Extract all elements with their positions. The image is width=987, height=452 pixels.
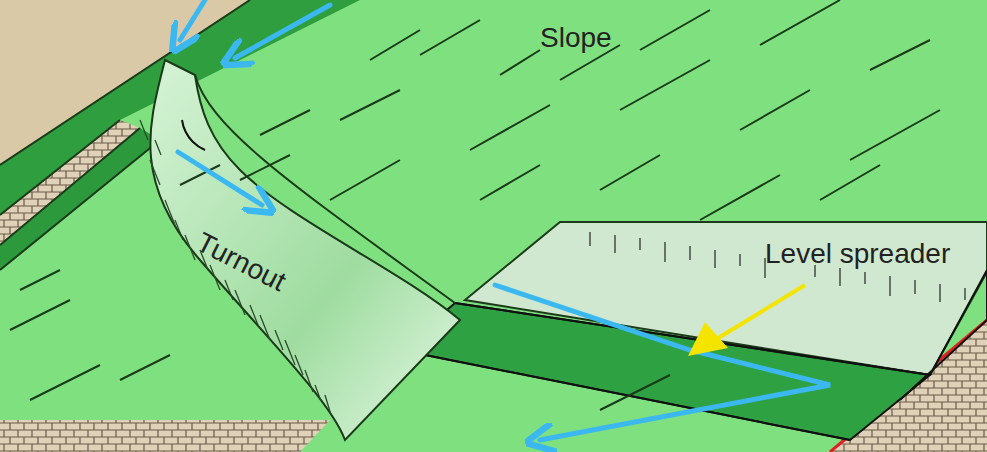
part-label: Slope	[540, 24, 612, 52]
leader-arrow-head	[688, 322, 728, 356]
soil-corner	[0, 420, 330, 452]
part-label: Level spreader	[765, 240, 950, 268]
turnout-berm	[150, 60, 460, 440]
slope-hatching	[10, 0, 940, 410]
level-spreader-band	[400, 303, 930, 440]
leader-arrow	[715, 285, 805, 340]
flow-arrows	[178, 0, 830, 440]
